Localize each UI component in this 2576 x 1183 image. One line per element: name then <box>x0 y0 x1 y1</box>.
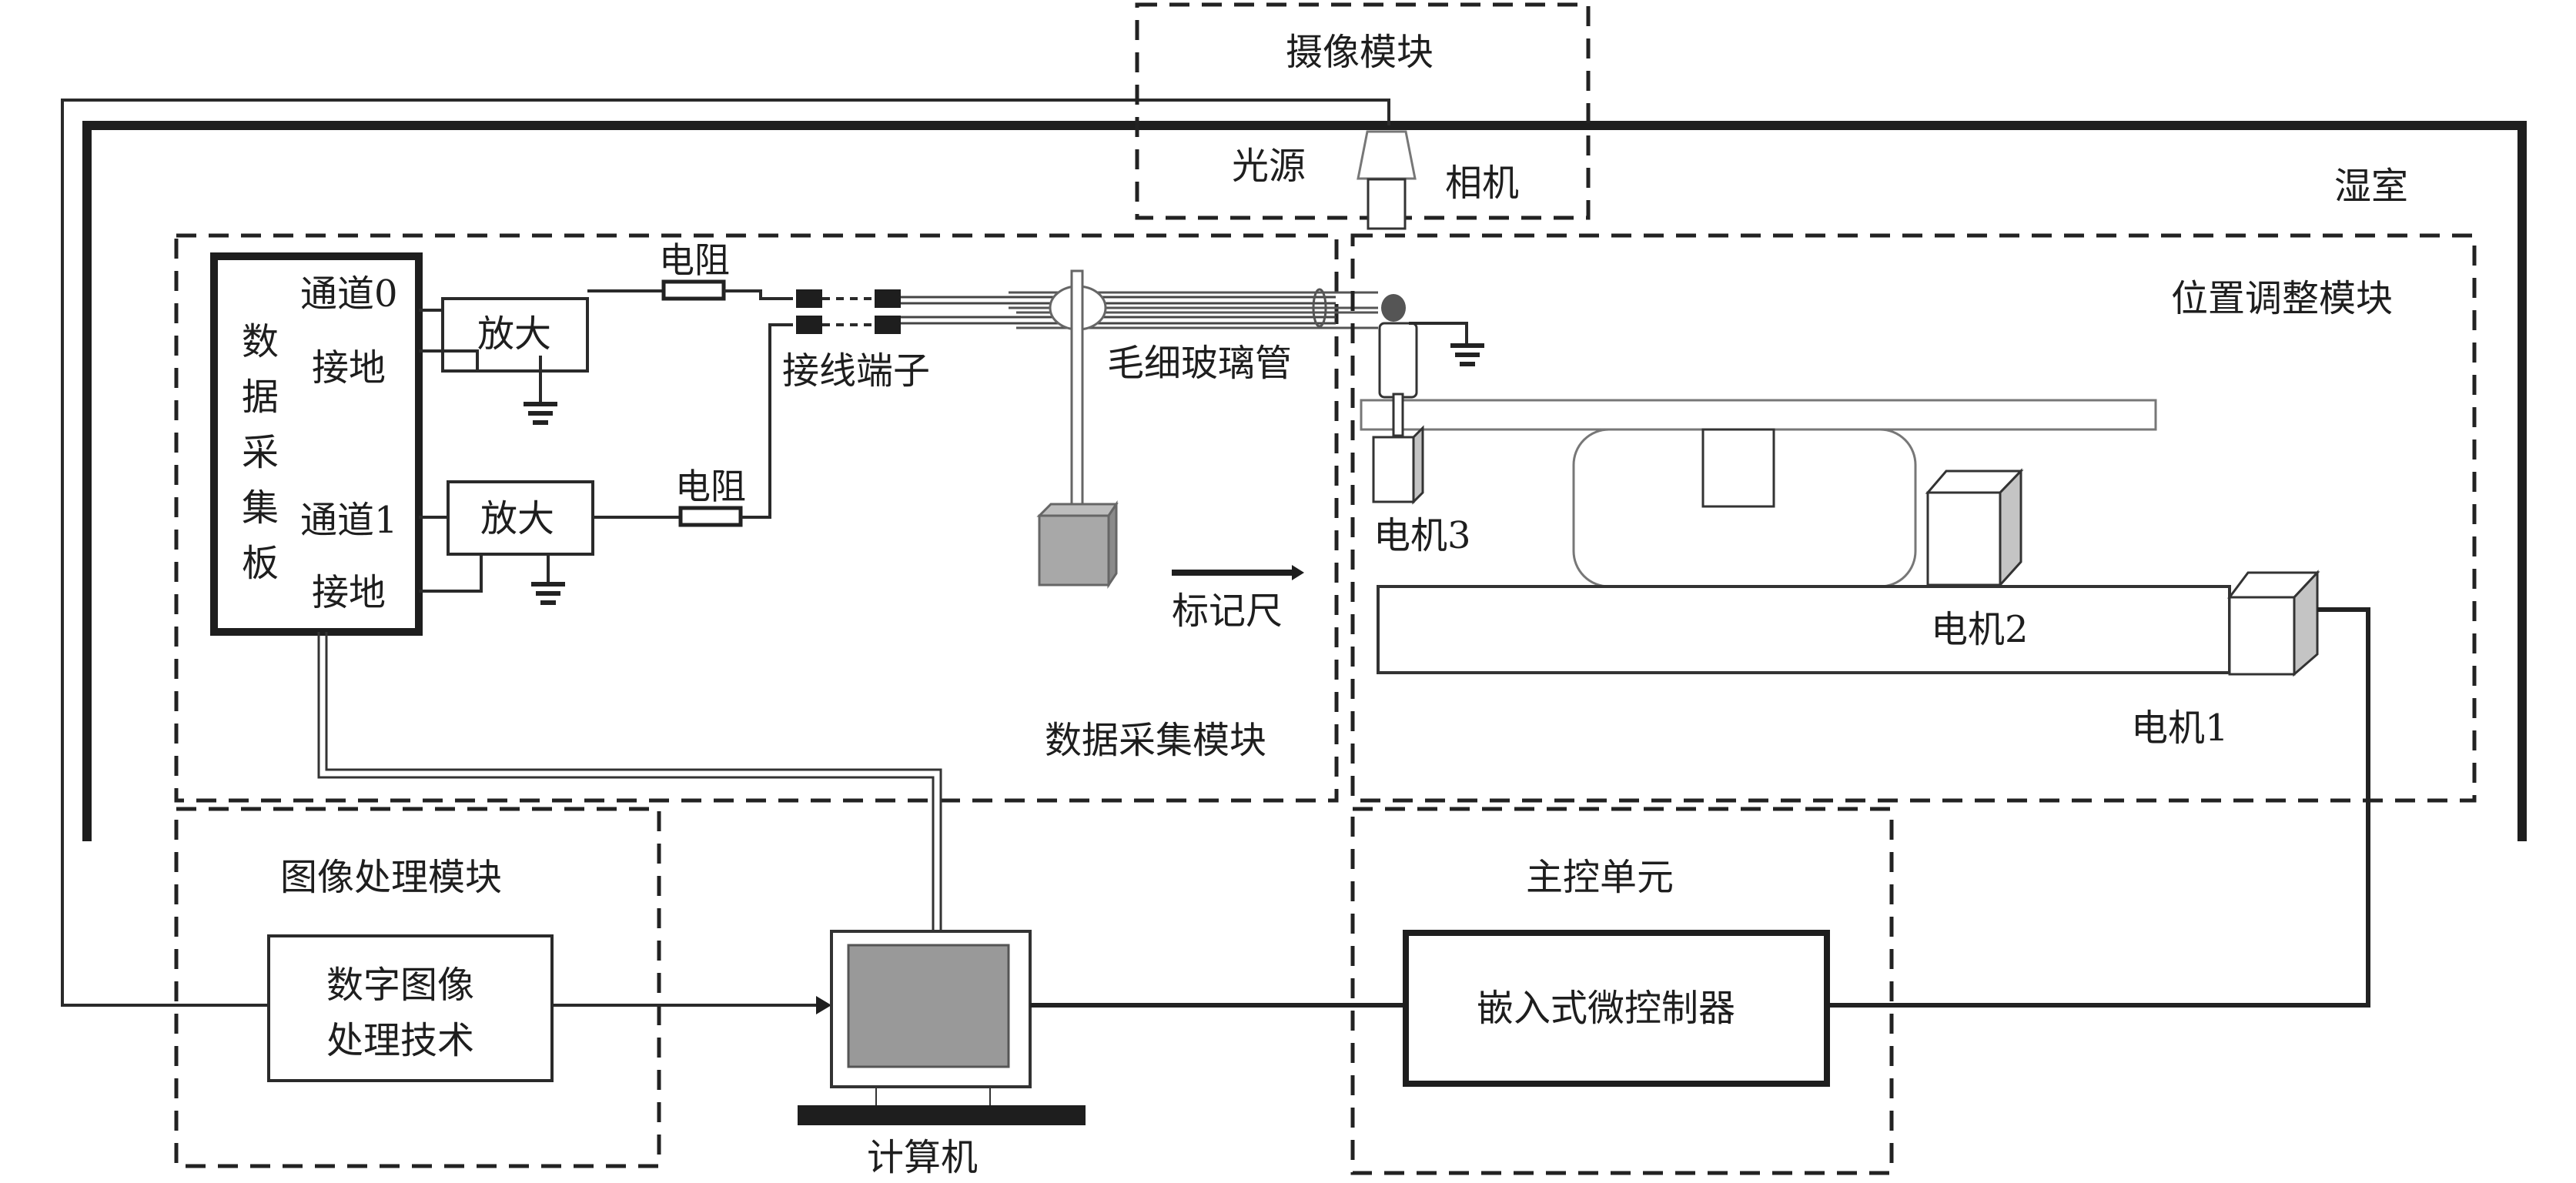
resistor0-label: 电阻 <box>659 239 730 281</box>
ground1-label: 接地 <box>312 571 386 614</box>
embedded-controller-block <box>1403 930 1830 1087</box>
resistor0-to-terminal-wire <box>724 289 793 300</box>
motor3-shaft <box>1392 393 1404 437</box>
motor3-column-icon <box>1378 322 1418 399</box>
image-processing-block-line2: 处理技术 <box>326 1019 474 1062</box>
amplifier1-label: 放大 <box>480 497 554 540</box>
motor1-label: 电机1 <box>2131 707 2229 750</box>
data-acquisition-module: 数据采集模块 数 据 采 集 板 通道0 接地 通道1 接地 放大 放大 <box>174 233 1406 931</box>
ground0-wire <box>419 349 479 371</box>
amplifier1-box <box>447 480 594 556</box>
motor2-icon <box>1925 468 2024 588</box>
camera-module-border <box>1135 2 1591 220</box>
terminal-block-icon <box>796 289 901 334</box>
amplifier0-box <box>441 297 589 373</box>
daq-board-char: 采 <box>242 431 279 474</box>
ground-symbol-icon <box>524 356 557 425</box>
motor1-icon <box>2227 570 2320 677</box>
daq-board-char: 据 <box>242 376 279 419</box>
capillary-ground-wire <box>1409 322 1468 343</box>
motor3-label: 电机3 <box>1373 514 1471 557</box>
resistor1-icon <box>678 506 743 527</box>
marker-ruler-label: 标记尺 <box>1172 590 1283 633</box>
image-processing-block <box>267 934 554 1082</box>
daq-to-computer-cable <box>317 632 942 931</box>
main-control-border <box>1350 807 1894 1175</box>
light-source-icon <box>1357 130 1417 180</box>
data-acquisition-title: 数据采集模块 <box>1045 719 1266 762</box>
daq-board-char: 板 <box>242 542 279 585</box>
resistor1-to-terminal-wire <box>741 323 793 519</box>
camera-module-title: 摄像模块 <box>1286 31 1434 74</box>
light-source-label: 光源 <box>1232 145 1306 188</box>
image-processing-module: 图像处理模块 数字图像 处理技术 <box>174 807 661 1168</box>
position-adjustment-module: 位置调整模块 电机3 电机2 <box>1350 233 2477 803</box>
resistor0-icon <box>661 279 726 301</box>
motor2-label: 电机2 <box>1931 608 2029 651</box>
turntable-plate-icon <box>1360 399 2157 431</box>
main-control-title: 主控单元 <box>1526 856 1674 899</box>
resistor1-label: 电阻 <box>675 466 746 507</box>
humid-chamber-outline <box>82 121 2527 841</box>
computer-label: 计算机 <box>867 1136 978 1179</box>
motor3-icon <box>1372 425 1424 505</box>
position-module-border <box>1350 233 2477 803</box>
motor1-to-controller-wire <box>1827 607 2370 1008</box>
image-to-computer-arrowhead <box>816 996 831 1014</box>
capillary-tube-icon <box>901 269 1406 589</box>
ground0-label: 接地 <box>312 346 386 389</box>
rail-icon <box>1377 585 2231 674</box>
amplifier0-label: 放大 <box>477 312 551 356</box>
channel0-label: 通道0 <box>300 272 398 316</box>
terminal-label: 接线端子 <box>782 349 930 393</box>
ground-symbol-icon <box>531 554 565 605</box>
image-processing-border <box>174 807 661 1168</box>
camera-icon <box>1367 178 1407 230</box>
image-processing-block-line1: 数字图像 <box>326 964 474 1007</box>
embedded-controller-label: 嵌入式微控制器 <box>1477 987 1735 1030</box>
channel1-label: 通道1 <box>300 499 398 542</box>
position-module-title: 位置调整模块 <box>2171 277 2393 320</box>
daq-board <box>210 252 423 636</box>
ground-symbol-icon <box>1450 343 1484 366</box>
camera-module: 摄像模块 光源 相机 <box>1135 2 1591 230</box>
main-control-module: 主控单元 嵌入式微控制器 <box>1350 807 1894 1175</box>
humid-chamber-label: 湿室 <box>2334 165 2408 208</box>
camera-label: 相机 <box>1445 162 1519 205</box>
marker-ruler-arrowhead <box>1292 565 1304 580</box>
computer-icon <box>798 930 1086 1125</box>
daq-board-char: 数 <box>242 320 279 363</box>
stage-connector <box>1701 428 1775 508</box>
ground1-wire <box>419 554 483 593</box>
data-acquisition-border <box>174 233 1339 803</box>
capillary-label: 毛细玻璃管 <box>1107 342 1292 385</box>
image-processing-title: 图像处理模块 <box>280 856 502 899</box>
camera-to-image-processing-wire <box>61 99 1390 1007</box>
daq-board-char: 集 <box>242 486 279 530</box>
